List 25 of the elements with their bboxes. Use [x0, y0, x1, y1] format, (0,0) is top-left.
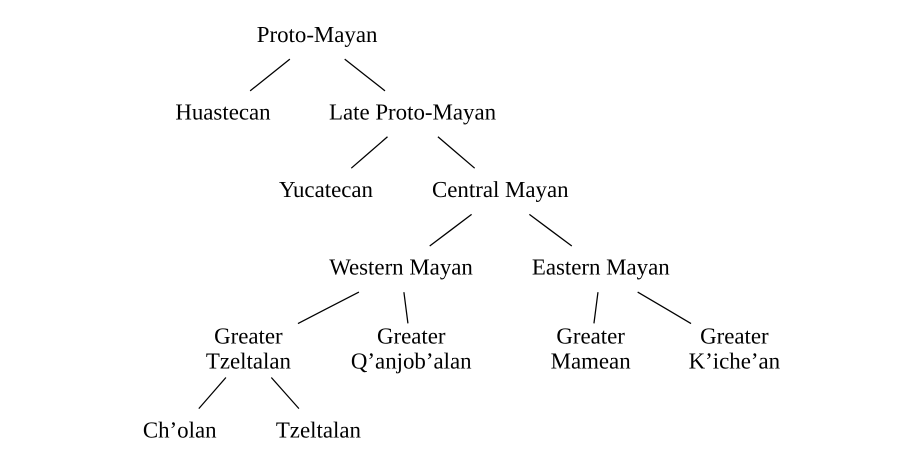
node-text: Central Mayan [432, 176, 569, 202]
node-text: Greater Tzeltalan [206, 323, 291, 374]
connector [429, 214, 472, 247]
node-text: Proto-Mayan [256, 22, 378, 47]
connector [438, 136, 476, 169]
connector [403, 292, 409, 324]
node-text: Greater K’iche’an [688, 323, 780, 374]
connector [250, 58, 290, 92]
connector [350, 136, 388, 169]
connector [298, 291, 360, 324]
connector [270, 377, 300, 410]
node-text: Eastern Mayan [532, 254, 670, 280]
connector [198, 377, 226, 410]
node-text: Tzeltalan [276, 417, 361, 442]
node-text: Greater Q’anjob’alan [350, 323, 472, 374]
connector [529, 214, 572, 247]
node-text: Huastecan [175, 99, 271, 124]
node-text: Late Proto-Mayan [328, 99, 496, 124]
connector [344, 58, 386, 92]
node-text: Greater Mamean [550, 323, 631, 374]
connector [637, 291, 692, 324]
node-text: Western Mayan [329, 254, 473, 280]
connector [593, 292, 599, 324]
node-text: Ch’olan [142, 417, 217, 442]
node-text: Yucatecan [279, 176, 374, 202]
